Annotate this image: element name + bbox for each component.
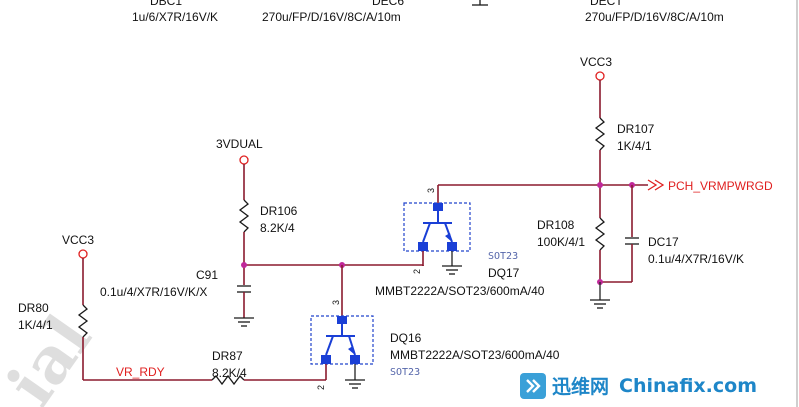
vcc3-left-label: VCC3 (62, 233, 94, 247)
dq16-pin-e: 2 (316, 385, 326, 390)
dbc1-value: 1u/6/X7R/16V/K (132, 10, 218, 24)
dr80-value: 1K/4/1 (18, 318, 53, 332)
top-ground-symbol (472, 0, 488, 6)
dr80-ref: DR80 (18, 301, 49, 315)
dr108-value: 100K/4/1 (537, 235, 585, 249)
dq16-package: SOT23 (390, 367, 420, 378)
junction-dot (241, 262, 247, 268)
dr107-resistor: DR107 1K/4/1 (594, 117, 655, 153)
dq16-transistor (310, 315, 374, 365)
dq17-transistor (403, 202, 471, 252)
dq17-value: MMBT2222A/SOT23/600mA/40 (375, 284, 545, 298)
pch-vrmpwrgd-label: PCH_VRMPWRGD (668, 179, 773, 193)
dr80-resistor: DR80 1K/4/1 (18, 301, 89, 338)
dr107-ref: DR107 (617, 122, 655, 136)
dq16-pin-c: 3 (331, 300, 341, 305)
brand-en: Chinafix.com (619, 374, 758, 397)
dq17-package: SOT23 (488, 251, 518, 262)
dc17-ref: DC17 (648, 235, 679, 249)
dr107-value: 1K/4/1 (617, 139, 652, 153)
dbc1-ref: DBC1 (150, 0, 182, 8)
dc17-capacitor: DC17 0.1u/4/X7R/16V/K (625, 235, 744, 266)
3vdual-label: 3VDUAL (216, 137, 263, 151)
c91-ref: C91 (196, 268, 218, 282)
dq16-value: MMBT2222A/SOT23/600mA/40 (390, 348, 560, 362)
dq17-ref: DQ17 (488, 266, 520, 280)
chinafix-logo-icon (520, 372, 546, 399)
dr87-ref: DR87 (212, 349, 243, 363)
chinafix-watermark: 迅维网 Chinafix.com (520, 364, 799, 407)
brand-cn: 迅维网 (552, 376, 610, 398)
dq17-pin-c: 3 (426, 188, 436, 193)
dec6-ref: DEC6 (372, 0, 404, 8)
vcc3-right-label: VCC3 (580, 55, 612, 69)
dr108-ref: DR108 (537, 218, 575, 232)
dec6-value: 270u/FP/D/16V/8C/A/10m (262, 10, 401, 24)
c91-capacitor: C91 0.1u/4/X7R/16V/K/X (100, 268, 251, 299)
3vdual-power: 3VDUAL (216, 137, 263, 165)
vcc3-left-power: VCC3 (62, 233, 94, 259)
dr106-ref: DR106 (260, 204, 298, 218)
dr108-resistor: DR108 100K/4/1 (537, 217, 606, 251)
dect-ref: DECT (590, 0, 623, 8)
ground-symbol (590, 299, 610, 309)
dect-value: 270u/FP/D/16V/8C/A/10m (585, 10, 724, 24)
dr106-value: 8.2K/4 (260, 221, 295, 235)
dq16-ref: DQ16 (390, 331, 422, 345)
vr-rdy-label: VR_RDY (116, 365, 165, 379)
ground-symbol (442, 265, 462, 275)
ground-symbol (345, 379, 365, 389)
dr106-resistor: DR106 8.2K/4 (238, 199, 298, 235)
dr87-resistor: DR87 8.2K/4 (211, 349, 247, 386)
watermark-text: ial (0, 302, 106, 407)
dc17-value: 0.1u/4/X7R/16V/K (648, 252, 744, 266)
pch-vrmpwrgd-port: PCH_VRMPWRGD (647, 179, 773, 193)
junction-dot (597, 182, 603, 188)
dq17-pin-e: 2 (412, 269, 422, 274)
vcc3-right-power: VCC3 (580, 55, 612, 81)
c91-value: 0.1u/4/X7R/16V/K/X (100, 285, 207, 299)
dr87-value: 8.2K/4 (212, 366, 247, 380)
ground-symbol (234, 317, 254, 327)
